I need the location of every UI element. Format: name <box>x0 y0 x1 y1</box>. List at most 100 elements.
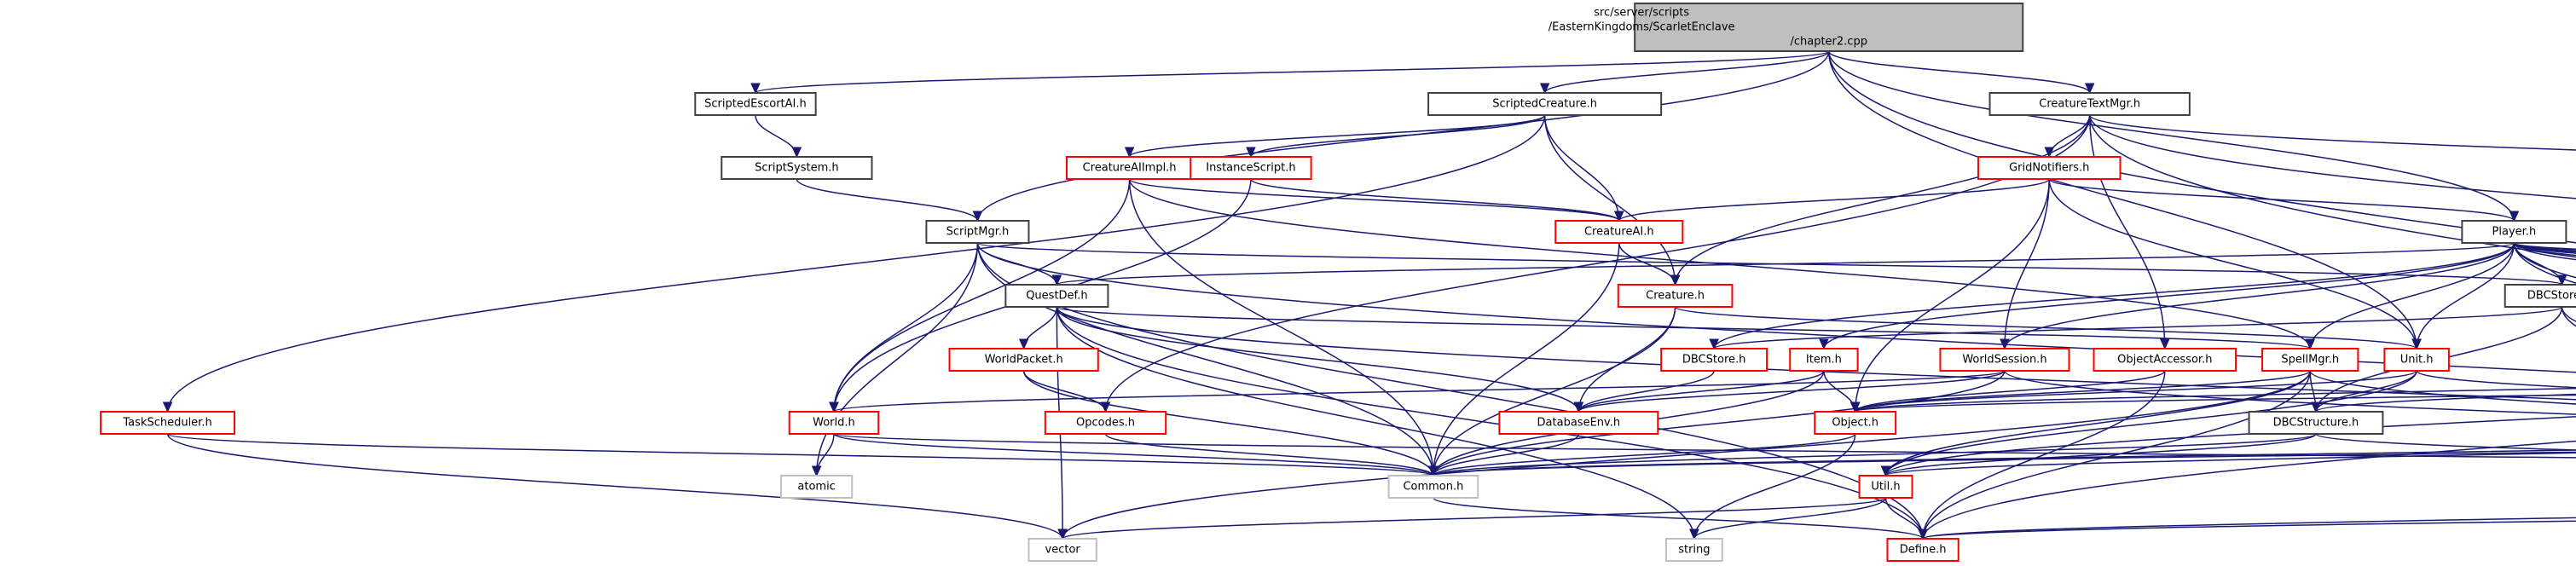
edge-Weather-to-Common <box>1433 451 2576 476</box>
edge-WorldPacket-to-Opcodes <box>1022 370 1107 413</box>
edge-CreatureTextMgr-to-Creature <box>1674 114 2091 286</box>
edge-ScriptedCreature-to-TaskScheduler <box>166 114 1546 413</box>
node-label: CreatureAIImpl.h <box>1083 162 1177 175</box>
node-label: TaskScheduler.h <box>122 417 211 430</box>
edge-Item-to-Object <box>1823 370 1856 413</box>
node-box <box>2461 220 2567 244</box>
file-node[interactable]: DBCStructure.h <box>2248 411 2384 435</box>
node-label: Util.h <box>1871 481 1900 494</box>
arrowhead-Creature <box>1670 274 1681 286</box>
file-node[interactable]: Define.h <box>1886 538 1959 562</box>
edge-Player-to-Unit <box>2416 242 2515 349</box>
node-label: Opcodes.h <box>1076 417 1135 430</box>
node-label: /EasternKingdoms/ScarletEnclave <box>1548 21 1735 34</box>
arrowhead-CreatureAI <box>1613 211 1624 222</box>
file-node[interactable]: DatabaseEnv.h <box>1498 411 1659 435</box>
node-box <box>1617 284 1734 308</box>
node-label: DBCStores.h <box>2527 290 2576 303</box>
file-node[interactable]: ScriptedCreature.h <box>1427 92 1663 116</box>
edge-CreatureTextMgr-to-SharedDefines <box>2088 114 2576 258</box>
node-box <box>1939 348 2070 372</box>
arrowhead-WorldSession <box>2000 338 2010 350</box>
edge-root-to-SharedDefines <box>1827 50 2576 244</box>
edge-DatabaseEnv-to-Common <box>1433 433 1580 476</box>
edge-TaskScheduler-to-Common <box>166 433 1434 476</box>
arrowhead-SpellMgr <box>2305 338 2315 350</box>
edge-SharedDefines-to-Define <box>1922 520 2576 540</box>
edge-SpellMgr-to-vector <box>1062 370 2311 540</box>
file-node[interactable]: Player.h <box>2461 220 2567 244</box>
edge-Player-to-PetDefines <box>2513 242 2576 253</box>
file-node[interactable]: InstanceScript.h <box>1190 156 1312 180</box>
file-node[interactable]: Opcodes.h <box>1044 411 1167 435</box>
file-node[interactable]: Item.h <box>1789 348 1859 372</box>
file-node[interactable]: SpellMgr.h <box>2261 348 2359 372</box>
edge-Util-to-string <box>1693 497 1887 540</box>
file-node[interactable]: WorldSession.h <box>1939 348 2070 372</box>
node-label: atomic <box>797 481 835 494</box>
node-label: Player.h <box>2492 226 2537 239</box>
node-label: ObjectAccessor.h <box>2117 354 2212 367</box>
file-node[interactable]: Unit.h <box>2383 348 2450 372</box>
file-node[interactable]: Creature.h <box>1617 284 1734 308</box>
file-node: string <box>1664 538 1723 562</box>
edge-CreatureAIImpl-to-SpellMgr <box>1128 178 2311 349</box>
file-node[interactable]: GridNotifiers.h <box>1977 156 2122 180</box>
file-node[interactable]: World.h <box>788 411 880 435</box>
file-node[interactable]: TaskScheduler.h <box>100 411 235 435</box>
file-node[interactable]: ObjectAccessor.h <box>2093 348 2237 372</box>
arrowhead-ObjectAccessor <box>2160 338 2170 350</box>
file-node[interactable]: Util.h <box>1858 475 1913 499</box>
edge-SpellMgr-to-SharedDefines <box>2309 370 2576 405</box>
file-node[interactable]: CreatureAIImpl.h <box>1066 156 1194 180</box>
edge-CreatureTextMgr-to-Group <box>2088 114 2576 199</box>
node-label: Item.h <box>1806 354 1842 367</box>
edge-root-to-CreatureTextMgr <box>1827 50 2091 94</box>
edge-Creature-to-Common <box>1433 306 1676 476</box>
edge-CreatureTextMgr-to-ChatPackets <box>2088 114 2576 151</box>
arrowhead-Common <box>1428 465 1439 477</box>
file-node[interactable]: CreatureTextMgr.h <box>1988 92 2191 116</box>
edge-SpellMgr-to-Define <box>1922 370 2311 540</box>
edge-SpellInfo-to-DBCStructure <box>2315 393 2576 413</box>
node-box <box>948 348 1099 372</box>
edge-WorldPacket-to-Common <box>1022 370 1434 476</box>
node-box <box>1858 475 1913 499</box>
file-node: vector <box>1028 538 1097 562</box>
node-label: GridNotifiers.h <box>2009 162 2089 175</box>
arrowhead-Item <box>1819 338 1829 350</box>
edge-Item-to-DatabaseEnv <box>1577 370 1825 413</box>
file-node[interactable]: ScriptedEscortAI.h <box>694 92 817 116</box>
edge-ScriptMgr-to-Common <box>976 242 1434 476</box>
node-box <box>721 156 873 180</box>
node-label: DBCStore.h <box>1682 354 1746 367</box>
node-label: string <box>1678 544 1710 557</box>
arrowhead-TaskScheduler <box>162 401 173 413</box>
arrowhead-CreatureAIImpl <box>1124 147 1135 159</box>
edge-Unit-to-SpellAuraDefines <box>2416 370 2576 389</box>
edge-ScriptedEscortAI-to-ScriptSystem <box>755 114 798 158</box>
edge-GridNotifiers-to-Player <box>2048 178 2515 222</box>
edge-GridNotifiers-to-CreatureAI <box>1618 178 2050 222</box>
file-node[interactable]: DBCStore.h <box>1660 348 1768 372</box>
node-box <box>925 220 1030 244</box>
file-node[interactable]: WorldPacket.h <box>948 348 1099 372</box>
node-box <box>1988 92 2191 116</box>
arrowhead-ScriptMgr <box>972 211 983 222</box>
edge-Group-to-Object <box>1854 394 2576 413</box>
file-node[interactable]: ScriptMgr.h <box>925 220 1030 244</box>
edge-DBCEnums-to-Define <box>1922 517 2576 540</box>
edge-Player-to-Item <box>1823 242 2515 349</box>
edge-PlayerTaxi-to-Define <box>1922 440 2576 540</box>
file-node[interactable]: Object.h <box>1814 411 1897 435</box>
edge-SpellMgr-to-Object <box>1854 370 2311 413</box>
edge-GridNotifiers-to-WorldSession <box>2004 178 2050 349</box>
file-node[interactable]: ScriptSystem.h <box>721 156 873 180</box>
file-node[interactable]: CreatureAI.h <box>1554 220 1684 244</box>
arrowhead-WorldPacket <box>1018 338 1029 350</box>
edge-QuestDef-to-WorldPacket <box>1022 306 1058 349</box>
node-label: ScriptMgr.h <box>946 226 1010 239</box>
file-node[interactable]: QuestDef.h <box>1004 284 1109 308</box>
node-box <box>1044 411 1167 435</box>
file-node[interactable]: DBCStores.h <box>2504 284 2576 308</box>
